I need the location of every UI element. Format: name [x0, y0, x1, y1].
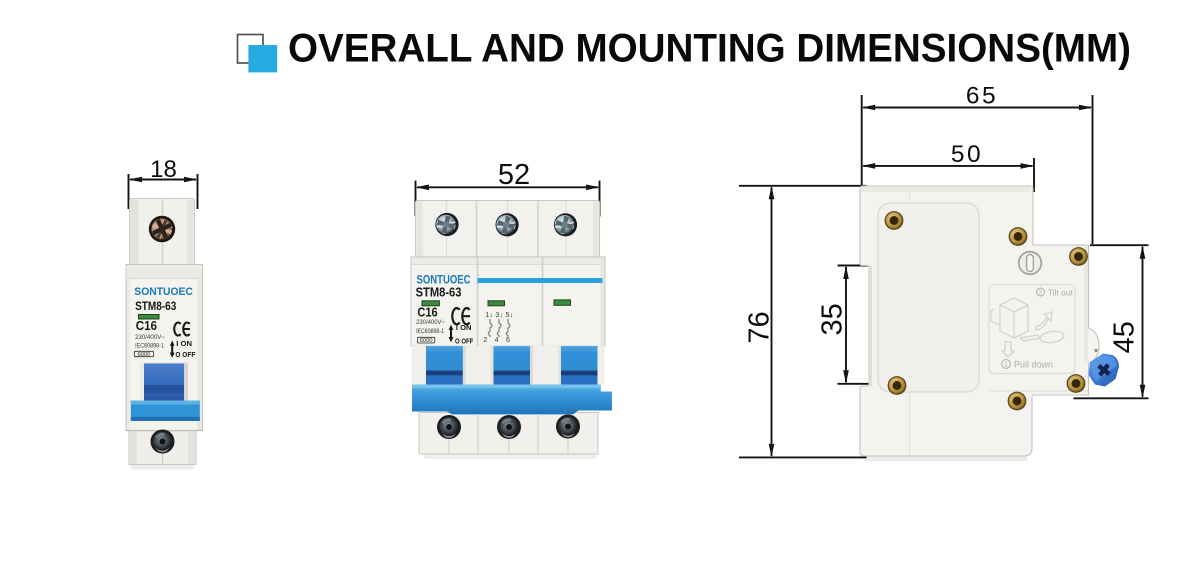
svg-text:SONTUOEC: SONTUOEC — [417, 272, 471, 286]
svg-text:50: 50 — [951, 141, 983, 168]
svg-text:Tilt out: Tilt out — [1048, 288, 1073, 298]
svg-text:6000: 6000 — [137, 352, 150, 358]
svg-text:65: 65 — [966, 83, 998, 110]
svg-text:O OFF: O OFF — [175, 350, 195, 359]
svg-text:C16: C16 — [136, 319, 157, 333]
svg-text:18: 18 — [150, 156, 177, 183]
svg-text:2 4 6: 2 4 6 — [483, 337, 510, 344]
svg-text:SONTUOEC: SONTUOEC — [134, 286, 193, 298]
svg-text:OVERALL AND MOUNTING DIMENSION: OVERALL AND MOUNTING DIMENSIONS(MM) — [288, 27, 1131, 71]
svg-text:IEC60898-1: IEC60898-1 — [416, 328, 444, 335]
svg-text:Pull down: Pull down — [1014, 360, 1053, 370]
svg-text:IEC60898-1: IEC60898-1 — [135, 342, 164, 349]
svg-text:I ON: I ON — [456, 323, 472, 332]
svg-text:230/400V~: 230/400V~ — [135, 334, 165, 341]
svg-text:O OFF: O OFF — [455, 336, 474, 345]
svg-text:2: 2 — [1039, 289, 1043, 296]
svg-text:76: 76 — [743, 311, 775, 343]
svg-text:52: 52 — [498, 159, 530, 191]
svg-text:I ON: I ON — [176, 339, 192, 348]
svg-text:35: 35 — [816, 303, 848, 335]
svg-text:1↓ 3↓ 5↓: 1↓ 3↓ 5↓ — [485, 312, 513, 319]
svg-text:230/400V~: 230/400V~ — [416, 319, 445, 326]
svg-text:6000: 6000 — [420, 338, 433, 344]
svg-text:STM8-63: STM8-63 — [416, 285, 462, 299]
svg-text:C16: C16 — [417, 306, 437, 320]
svg-text:45: 45 — [1109, 321, 1141, 353]
svg-text:STM8-63: STM8-63 — [135, 301, 176, 313]
svg-text:1: 1 — [1004, 362, 1008, 369]
